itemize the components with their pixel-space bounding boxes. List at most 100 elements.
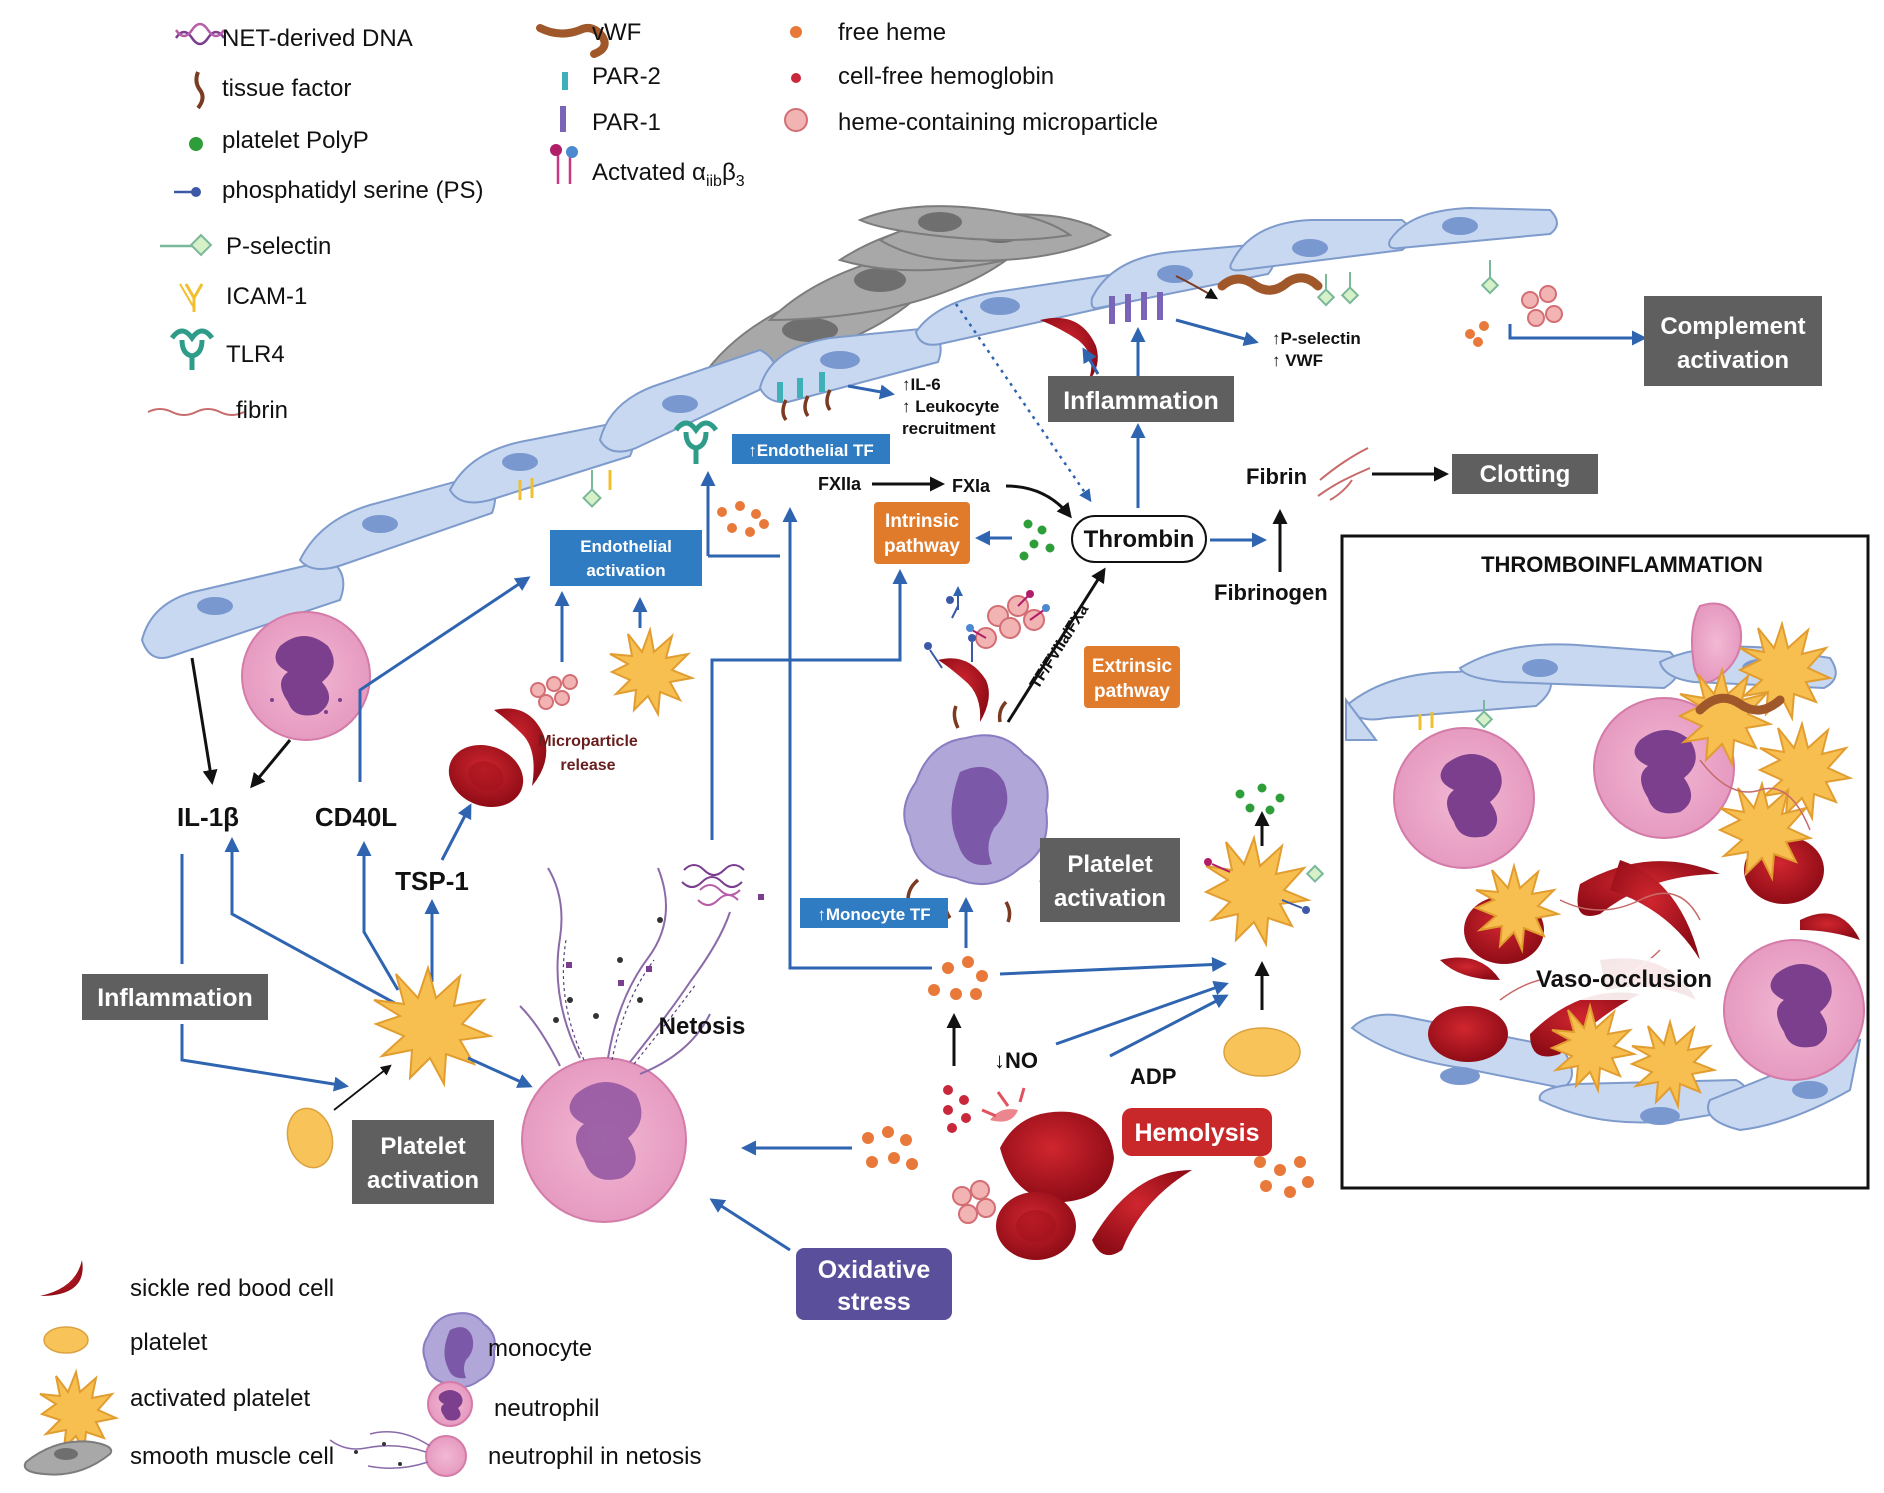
legend-heme-mp: heme-containing microparticle [838,109,1158,136]
legend-monocyte: monocyte [488,1335,592,1362]
mp-cluster-center [966,590,1050,649]
arrow-plt-il1b [224,837,401,1008]
plt-act-left-box: Platelet activation [352,1120,494,1204]
arrow-tsp1-rbc [440,803,472,861]
smc-legend-icon [23,1440,113,1476]
arrow-cd40l-endo [358,576,531,782]
svg-text:↑Monocyte TF: ↑Monocyte TF [817,905,930,924]
thromboinflammation-panel: THROMBOINFLAMMATION [1340,534,1870,1190]
free-heme-icon [790,26,802,38]
svg-text:Extrinsic: Extrinsic [1092,656,1173,677]
ps-on-sickle [924,634,976,669]
mp-release-label-1: Microparticle [538,733,638,750]
oxidative-box: Oxidative stress [796,1248,952,1320]
svg-text:Endothelial: Endothelial [580,537,672,556]
arrow-vwf [1175,275,1219,300]
svg-text:Inflammation: Inflammation [97,984,253,1012]
adp-label: ADP [1130,1064,1176,1089]
svg-text:Inflammation: Inflammation [1063,387,1219,415]
arrow-plt-cd40l [356,841,400,991]
neutrophil-left [241,611,371,741]
heme-mp-icon [784,108,808,132]
arrow-il6 [847,384,895,400]
legend-ps: phosphatidyl serine (PS) [222,177,483,204]
legend-act-platelet: activated platelet [130,1385,310,1412]
legend-bottom: sickle red bood cell platelet activated … [23,1260,701,1477]
svg-text:activation: activation [1677,347,1789,374]
legend-icam1: ICAM-1 [226,283,307,310]
net-dna-icon [174,22,226,46]
legend-cf-hb: cell-free hemoglobin [838,63,1054,90]
arrow-par1-psel [1175,318,1259,347]
intrinsic-box: Intrinsic pathway [874,502,970,564]
icam1-icon [179,283,204,312]
heme-cluster-left [862,1126,918,1170]
arrow-neut-il1b [250,739,292,789]
mono-tf-box: ↑Monocyte TF [800,898,948,928]
platelet-left [286,1107,334,1169]
arrow-endo-il1b [190,657,218,785]
legend-netosis: neutrophil in netosis [488,1443,701,1470]
arrow-oxidative-neutrophil [709,1198,791,1252]
arrow-inflam-sickle [1082,347,1100,375]
rbc-tsp1 [448,708,547,808]
ps-dot [946,596,954,604]
act-platelet-legend-icon [39,1368,120,1456]
svg-text:Oxidative: Oxidative [818,1256,931,1284]
mp-release-cluster [530,674,578,710]
psel-label-1: ↑P-selectin [1272,329,1361,348]
inflammation-top-box: Inflammation [1048,376,1234,422]
svg-text:Platelet: Platelet [380,1133,465,1160]
monocyte-legend-icon [422,1312,496,1389]
svg-text:Complement: Complement [1660,313,1805,340]
svg-text:activation: activation [1054,885,1166,912]
legend-neutrophil: neutrophil [494,1395,599,1422]
svg-text:Hemolysis: Hemolysis [1134,1119,1259,1147]
legend-top: NET-derived DNA tissue factor platelet P… [147,19,1158,424]
legend-free-heme: free heme [838,19,946,46]
sickle-legend-icon [40,1260,83,1296]
platelet-legend-icon [43,1326,89,1354]
activated-platelet-right [1203,834,1325,948]
polyp-release [1235,783,1285,815]
legend-net-dna: NET-derived DNA [222,25,413,52]
tissue-factor-icon [194,71,205,110]
legend-platelet: platelet [130,1329,208,1356]
arrow-net-intrinsic [710,569,908,840]
sickle-cell-top [1040,317,1098,382]
activated-platelet-endo [609,626,696,718]
legend-polyp: platelet PolyP [222,127,369,154]
arrow-fxia-thrombin [1005,484,1072,519]
polyp-icon [189,137,203,151]
par1-icon [560,106,566,132]
plt-act-right-box: Platelet activation [1040,838,1180,922]
svg-text:stress: stress [837,1288,911,1316]
svg-text:activation: activation [367,1167,479,1194]
integrin-icon [550,144,578,184]
par2-icon [562,72,568,90]
thrombin-node: Thrombin [1071,515,1207,563]
heme-cluster-center [928,956,988,1000]
sickle-cell-center [938,658,989,722]
psel-label-2: ↑ VWF [1272,351,1323,370]
extrinsic-box: Extrinsic pathway [1084,646,1180,708]
svg-text:activation: activation [586,561,665,580]
netosis-legend-icon [329,1431,467,1477]
endo-act-box: Endothelial activation [550,530,702,586]
arrow-inflam-plt [180,1024,349,1092]
heme-cluster-endo [717,501,769,537]
svg-text:↑Endothelial TF: ↑Endothelial TF [748,441,874,460]
p-selectin-icon [160,233,213,257]
endothelial-receptors [518,260,1500,508]
vaso-label: Vaso-occlusion [1536,966,1712,993]
vwf-icon [536,24,609,58]
legend-sickle: sickle red bood cell [130,1275,334,1302]
arrow-no-platelet [1055,980,1229,1046]
cd40l-label: CD40L [315,802,397,832]
svg-text:pathway: pathway [884,536,960,557]
legend-vwf: vWF [592,19,641,46]
fibrin-strands [1317,447,1371,501]
inflammation-left-box: Inflammation [82,974,268,1020]
legend-smc: smooth muscle cell [130,1443,334,1470]
legend-par1: PAR-1 [592,109,661,136]
